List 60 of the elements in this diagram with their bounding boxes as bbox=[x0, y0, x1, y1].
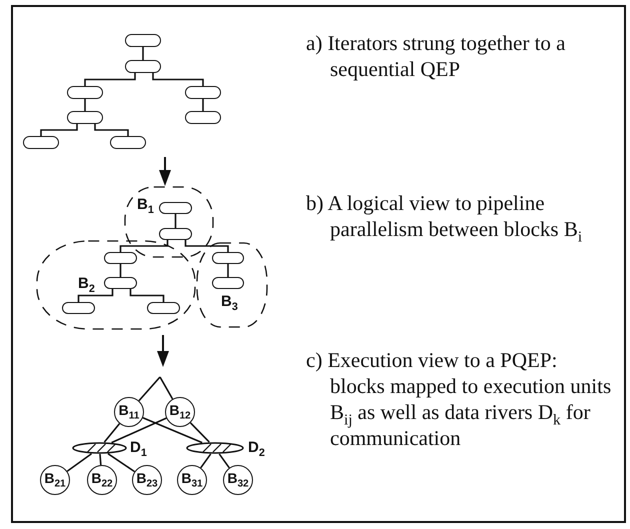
connector-line bbox=[202, 99, 204, 111]
connector-line bbox=[142, 47, 144, 60]
iterator-pill bbox=[185, 86, 221, 99]
connector-line bbox=[227, 264, 229, 277]
river-label: D$_{2}$ bbox=[248, 440, 265, 456]
caption-text: c) Execution view to a PQEP: blocks mapped to execution units B$_{ij}$ as well as data rivers D$_{k}$ for communication bbox=[306, 347, 612, 451]
block-label: B$_{1}$ bbox=[137, 197, 154, 213]
connector-line bbox=[159, 376, 174, 400]
execution-unit-circle: B$_{12}$ bbox=[165, 397, 195, 427]
execution-unit-circle: B$_{21}$ bbox=[40, 465, 70, 495]
connector-line bbox=[174, 214, 176, 228]
caption-text: a) Iterators strung together to a sequential QEP bbox=[306, 30, 566, 82]
connector-line bbox=[104, 423, 120, 443]
iterator-pill bbox=[147, 302, 180, 314]
connector-line bbox=[130, 289, 164, 302]
iterator-pill bbox=[159, 202, 192, 214]
execution-unit-circle: B$_{23}$ bbox=[132, 465, 162, 495]
connector-line bbox=[66, 453, 92, 472]
block-region bbox=[36, 240, 196, 330]
connector-line bbox=[152, 73, 204, 86]
river-label: D$_{1}$ bbox=[130, 440, 147, 456]
execution-unit-circle: B$_{11}$ bbox=[114, 397, 144, 427]
iterator-pill bbox=[67, 86, 103, 99]
iterator-pill bbox=[23, 136, 59, 149]
iterator-pill bbox=[125, 60, 161, 73]
execution-unit-circle: B$_{32}$ bbox=[223, 465, 253, 495]
connector-line bbox=[78, 289, 114, 302]
connector-line bbox=[200, 453, 212, 468]
block-label: B$_{3}$ bbox=[221, 294, 238, 310]
connector-line bbox=[40, 124, 78, 136]
connector-line bbox=[84, 73, 136, 86]
iterator-pill bbox=[212, 252, 244, 264]
iterator-pill bbox=[110, 136, 146, 149]
connector-line bbox=[184, 240, 229, 252]
iterator-pill bbox=[67, 111, 103, 124]
connector-line bbox=[218, 453, 230, 468]
iterator-pill bbox=[104, 252, 137, 264]
block-region bbox=[196, 242, 268, 328]
caption-text: b) A logical view to pipeline parallelism between blocks B$_{i}$ bbox=[306, 190, 584, 242]
connector-line bbox=[142, 417, 202, 444]
connector-line bbox=[138, 376, 161, 402]
connector-line bbox=[94, 124, 129, 136]
data-river-ellipse bbox=[72, 442, 127, 454]
block-label: B$_{2}$ bbox=[78, 276, 95, 292]
execution-unit-circle: B$_{31}$ bbox=[177, 465, 207, 495]
connector-line bbox=[111, 417, 167, 444]
iterator-pill bbox=[62, 302, 95, 314]
connector-line bbox=[99, 454, 102, 466]
data-river-ellipse bbox=[186, 442, 244, 454]
connector-line bbox=[120, 240, 168, 252]
execution-unit-circle: B$_{22}$ bbox=[87, 465, 117, 495]
iterator-pill bbox=[125, 34, 161, 47]
connector-line bbox=[120, 264, 122, 277]
connector-line bbox=[84, 99, 86, 111]
iterator-pill bbox=[212, 277, 244, 289]
iterator-pill bbox=[159, 228, 192, 240]
iterator-pill bbox=[185, 111, 221, 124]
block-region bbox=[124, 186, 214, 258]
iterator-pill bbox=[104, 277, 137, 289]
connector-line bbox=[190, 422, 210, 443]
